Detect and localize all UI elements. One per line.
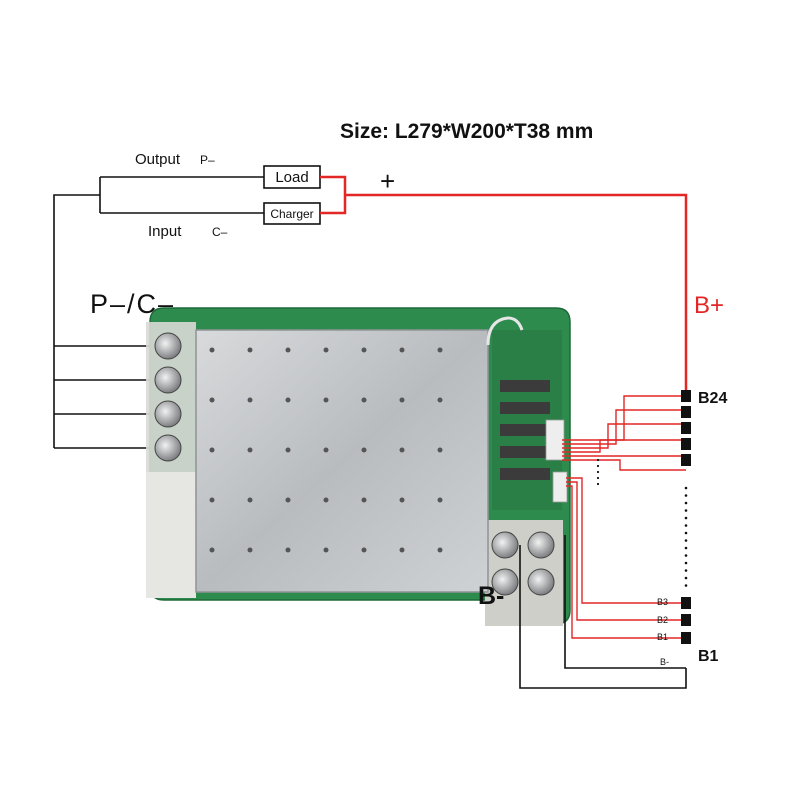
heatsink-hole: [209, 547, 215, 553]
heatsink-hole: [285, 497, 291, 503]
terminal-bolt: [491, 531, 519, 559]
heatsink-hole: [209, 497, 215, 503]
heatsink-hole: [323, 347, 329, 353]
cell-dot: [684, 486, 688, 490]
heatsink-hole: [361, 447, 367, 453]
input-label: Input: [148, 223, 182, 240]
heatsink-hole: [323, 397, 329, 403]
heatsink-hole: [323, 547, 329, 553]
terminal-bolt: [154, 400, 182, 428]
heatsink-hole: [437, 397, 443, 403]
bminus-terminals: [491, 531, 555, 596]
terminal-bolt: [527, 568, 555, 596]
heatsink-hole: [399, 347, 405, 353]
control-circuit: [486, 316, 568, 510]
size-title: Size: L279*W200*T38 mm: [340, 120, 593, 143]
load-charger-wiring: Load Charger Output P– Input C–: [53, 151, 321, 448]
heatsink: [195, 329, 489, 593]
heatsink-hole: [285, 547, 291, 553]
heatsink-hole: [361, 397, 367, 403]
bminus-wiring: [519, 535, 687, 689]
battery-cell-column: [596, 390, 691, 644]
terminal-bolt: [491, 568, 519, 596]
heatsink-hole: [399, 397, 405, 403]
heatsink-hole: [437, 447, 443, 453]
heatsink-hole: [247, 447, 253, 453]
terminal-bolt: [154, 332, 182, 360]
pc-bus-wires: [54, 345, 160, 449]
load-box-label: Load: [275, 169, 308, 186]
tap-label-b2: B2: [657, 615, 668, 625]
cell-dot: [684, 539, 688, 542]
terminal-bolt: [154, 434, 182, 462]
b1-label: B1: [698, 648, 719, 665]
tap-label-bminus: B-: [660, 657, 669, 667]
wire-dot: [596, 482, 600, 486]
terminal-bolt: [527, 531, 555, 559]
bminus-label: B-: [478, 582, 504, 610]
cell-tap-wires: [562, 395, 686, 639]
heatsink-hole: [247, 347, 253, 353]
heatsink-hole: [399, 547, 405, 553]
heatsink-hole: [437, 547, 443, 553]
heatsink-hole: [285, 347, 291, 353]
heatsink-hole: [399, 447, 405, 453]
cell-dot: [684, 561, 688, 565]
wire-dot: [596, 476, 600, 480]
cell-dot: [684, 576, 688, 580]
heatsink-hole: [399, 497, 405, 503]
heatsink-hole: [247, 397, 253, 403]
heatsink-hole: [247, 547, 253, 553]
cell-dot: [684, 584, 688, 587]
b24-label: B24: [698, 390, 727, 407]
bplus-label: B+: [694, 292, 724, 319]
cell-dot: [684, 569, 688, 572]
charger-box-label: Charger: [270, 207, 313, 221]
wire-dot: [596, 464, 600, 468]
heatsink-hole: [323, 497, 329, 503]
cell-dot: [684, 554, 688, 557]
positive-wire: [320, 175, 688, 396]
heatsink-hole: [209, 397, 215, 403]
pc-terminals: [154, 332, 182, 462]
heatsink-hole: [361, 547, 367, 553]
heatsink-hole: [209, 447, 215, 453]
heatsink-hole: [437, 497, 443, 503]
heatsink-hole: [247, 497, 253, 503]
input-terminal-label: C–: [212, 225, 228, 239]
heatsink-hole: [323, 447, 329, 453]
heatsink-hole: [209, 347, 215, 353]
heatsink-hole: [285, 447, 291, 453]
plus-sign: +: [380, 166, 395, 196]
cell-dot: [684, 516, 688, 520]
heatsink-hole: [361, 347, 367, 353]
heatsink-hole: [361, 497, 367, 503]
cell-dot: [684, 494, 688, 497]
tap-label-b1: B1: [657, 632, 668, 642]
output-label: Output: [135, 151, 181, 168]
terminal-bolt: [154, 366, 182, 394]
cell-dot: [684, 509, 688, 512]
cell-dot: [684, 531, 688, 535]
cell-dot: [684, 546, 688, 550]
wire-dot: [596, 470, 600, 474]
wire-dot: [596, 458, 600, 462]
cell-dot: [684, 501, 688, 505]
heatsink-hole: [437, 347, 443, 353]
cell-dot: [684, 524, 688, 527]
output-terminal-label: P–: [200, 153, 215, 167]
tap-label-b3: B3: [657, 597, 668, 607]
heatsink-hole: [285, 397, 291, 403]
